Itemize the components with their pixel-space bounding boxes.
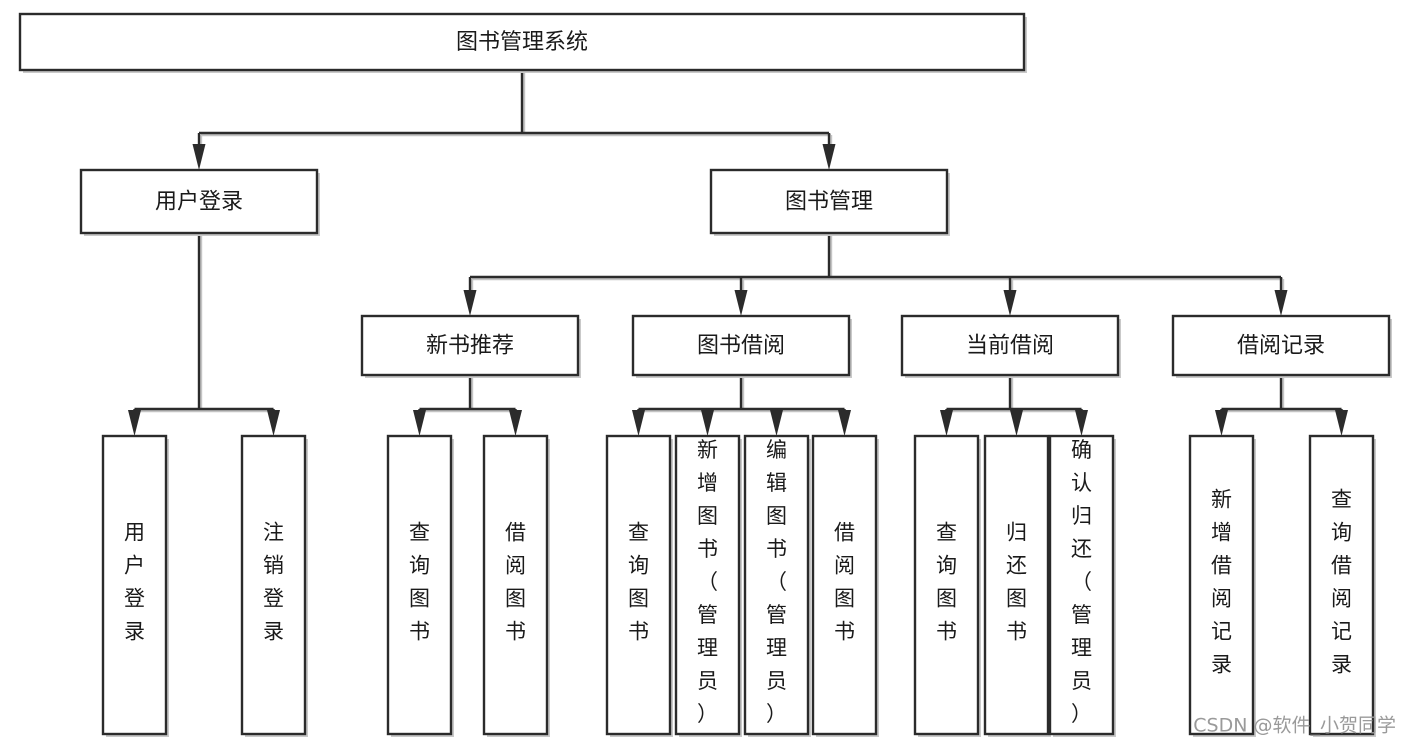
- node-label: 查询图书: [409, 521, 430, 644]
- node-box: [674, 434, 741, 736]
- node-box: [709, 168, 949, 235]
- node-leaf-br-query: 查询借阅记录: [1308, 434, 1376, 737]
- node-label: 新书推荐: [426, 334, 514, 359]
- arrow-head-icon: [463, 290, 477, 316]
- node-label: 编辑图书（管理员）: [766, 438, 787, 726]
- arrow-head-icon: [1274, 290, 1288, 316]
- node-leaf-rec-borrow: 借阅图书: [482, 434, 550, 737]
- arrow-head-icon: [267, 410, 280, 436]
- connector-group-root: [192, 70, 836, 170]
- node-leaf-user-logout: 注销登录: [240, 434, 308, 737]
- node-label: 借阅图书: [505, 521, 526, 644]
- node-leaf-br-add: 新增借阅记录: [1188, 434, 1256, 737]
- node-box: [386, 434, 453, 736]
- arrow-head-icon: [822, 144, 836, 170]
- node-user-login: 用户登录: [79, 168, 320, 236]
- node-leaf-cb-return: 归还图书: [983, 434, 1051, 737]
- node-label: 归还图书: [1006, 521, 1027, 644]
- node-leaf-bb-edit: 编辑图书（管理员）: [743, 434, 811, 737]
- node-label: 图书管理: [785, 190, 873, 215]
- node-box: [360, 314, 580, 377]
- node-leaf-cb-query: 查询图书: [913, 434, 981, 737]
- node-leaf-rec-query: 查询图书: [386, 434, 454, 737]
- node-label: 确认归还（管理员）: [1071, 438, 1092, 726]
- node-box: [1171, 314, 1391, 377]
- node-label: 用户登录: [124, 521, 145, 644]
- node-label: 新增图书（管理员）: [697, 438, 718, 726]
- node-label: 借阅图书: [834, 521, 855, 644]
- arrow-head-icon: [734, 290, 748, 316]
- node-box: [811, 434, 878, 736]
- node-label: 借阅记录: [1237, 334, 1325, 359]
- connector-layer: [128, 70, 1348, 436]
- arrow-head-icon: [1215, 410, 1228, 436]
- node-box: [631, 314, 851, 377]
- connector-group-book-mgmt: [463, 233, 1288, 316]
- node-new-book-rec: 新书推荐: [360, 314, 581, 378]
- connector-group-book-borrow: [632, 375, 851, 436]
- node-label: 用户登录: [155, 190, 243, 215]
- node-label: 查询图书: [628, 521, 649, 644]
- node-box: [1048, 434, 1115, 736]
- connector-group-user-login: [128, 233, 280, 436]
- node-root: 图书管理系统: [18, 12, 1027, 73]
- node-current-borrow: 当前借阅: [900, 314, 1121, 378]
- node-label: 注销登录: [263, 521, 284, 644]
- node-box: [913, 434, 980, 736]
- connector-group-borrow-record: [1215, 375, 1348, 436]
- node-box: [101, 434, 168, 736]
- node-label: 图书管理系统: [456, 30, 588, 55]
- arrow-head-icon: [701, 410, 714, 436]
- arrow-head-icon: [128, 410, 141, 436]
- arrow-head-icon: [1003, 290, 1017, 316]
- node-label: 查询图书: [936, 521, 957, 644]
- node-box: [900, 314, 1120, 377]
- node-leaf-bb-add: 新增图书（管理员）: [674, 434, 742, 737]
- node-box: [79, 168, 319, 235]
- node-label: 新增借阅记录: [1211, 488, 1232, 677]
- node-box: [482, 434, 549, 736]
- node-box: [983, 434, 1050, 736]
- arrow-head-icon: [1335, 410, 1348, 436]
- node-leaf-user-login: 用户登录: [101, 434, 169, 737]
- arrow-head-icon: [413, 410, 426, 436]
- arrow-head-icon: [770, 410, 783, 436]
- csdn-watermark: CSDN @软件_小贺同学: [1193, 715, 1396, 737]
- node-label: 当前借阅: [966, 334, 1054, 359]
- arrow-head-icon: [838, 410, 851, 436]
- connector-group-current-borrow: [940, 375, 1088, 436]
- node-box: [1308, 434, 1375, 736]
- node-book-borrow: 图书借阅: [631, 314, 852, 378]
- node-leaf-cb-confirm: 确认归还（管理员）: [1048, 434, 1116, 737]
- arrow-head-icon: [1010, 410, 1023, 436]
- node-leaf-bb-query: 查询图书: [605, 434, 673, 737]
- arrow-head-icon: [509, 410, 522, 436]
- node-box: [18, 12, 1026, 72]
- node-box: [1188, 434, 1255, 736]
- arrow-head-icon: [940, 410, 953, 436]
- node-box: [605, 434, 672, 736]
- connector-group-new-book-rec: [413, 375, 522, 436]
- node-layer: 图书管理系统用户登录图书管理新书推荐图书借阅当前借阅借阅记录用户登录注销登录查询…: [18, 12, 1392, 737]
- node-label: 查询借阅记录: [1331, 488, 1352, 677]
- arrow-head-icon: [1075, 410, 1088, 436]
- node-box: [743, 434, 810, 736]
- node-box: [240, 434, 307, 736]
- arrow-head-icon: [192, 144, 206, 170]
- node-book-mgmt: 图书管理: [709, 168, 950, 236]
- node-leaf-bb-borrow: 借阅图书: [811, 434, 879, 737]
- node-label: 图书借阅: [697, 334, 785, 359]
- node-borrow-record: 借阅记录: [1171, 314, 1392, 378]
- arrow-head-icon: [632, 410, 645, 436]
